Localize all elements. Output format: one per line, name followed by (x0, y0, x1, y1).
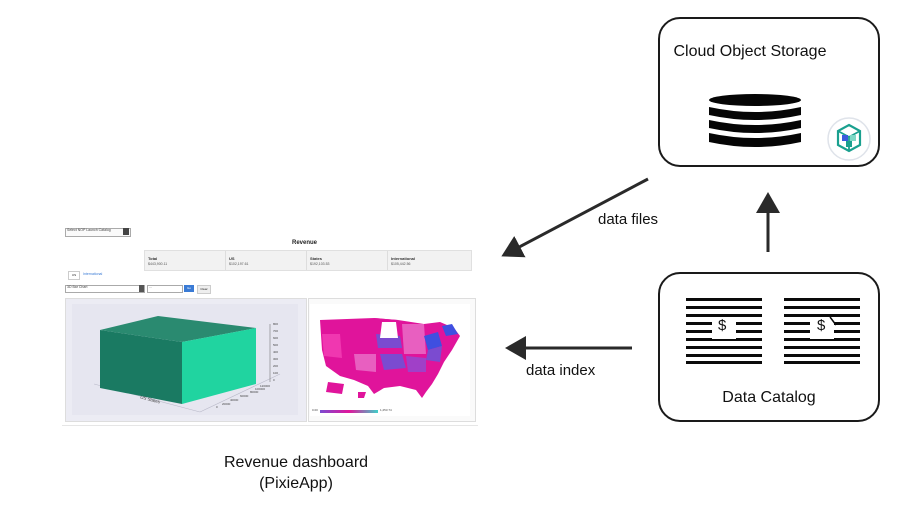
z-tick: 100 (273, 371, 279, 375)
kpi-label: Total (148, 256, 158, 261)
tab-us[interactable]: US (68, 271, 80, 280)
data-catalog-box: $ $ Data Catalog (658, 272, 880, 422)
kpi-row: Total $443,900.11 US $102,197.61 States … (144, 250, 472, 271)
z-tick: 300 (273, 357, 279, 361)
z-tick: 200 (273, 364, 279, 368)
kpi-value: $443,900.11 (148, 262, 168, 266)
catalog-dollar-symbol-2: $ (817, 317, 826, 334)
data-files-label: data files (598, 211, 659, 228)
z-tick: 400 (273, 350, 279, 354)
kpi-international: International $105,442.56 (388, 251, 469, 270)
bar-side-face (182, 328, 256, 404)
catalog-document-icon-2 (784, 298, 860, 364)
storage-to-dashboard-arrow (501, 177, 649, 258)
z-tick: 500 (273, 343, 279, 347)
clear-button[interactable]: Clear (197, 285, 211, 294)
3d-bar-chart (93, 316, 281, 413)
y-tick: 120000 (260, 384, 271, 388)
data-index-label: data index (526, 362, 596, 379)
bar-top-face (100, 316, 256, 342)
z-tick: 600 (273, 336, 279, 340)
y-tick: 60000 (240, 394, 249, 398)
y-tick: 100000 (255, 387, 266, 391)
chevron-down-icon (139, 285, 144, 292)
data-catalog-title: Data Catalog (722, 389, 816, 406)
chart-type-value: 3D Bar Chart (67, 285, 88, 289)
kpi-value: $102,197.61 (229, 262, 249, 266)
dashboard-caption-line2: (PixieApp) (259, 475, 333, 492)
dashboard-caption-line1: Revenue dashboard (223, 454, 369, 471)
map-legend-max: 1,253.74 (380, 408, 392, 412)
z-tick: 800 (273, 322, 279, 326)
revenue-dashboard-thumbnail: Select NOP Launch Catalog Revenue Total … (62, 222, 478, 428)
y-tick: 20000 (222, 402, 231, 406)
y-tick: 40000 (230, 398, 239, 402)
kpi-value: $105,442.56 (391, 262, 411, 266)
kpi-us: US $102,197.61 (226, 251, 307, 270)
catalog-select-value: Select NOP Launch Catalog (67, 228, 111, 232)
z-tick: 700 (273, 329, 279, 333)
database-icon (709, 94, 801, 147)
cloud-object-storage-title: Cloud Object Storage (673, 43, 827, 60)
map-legend-colorbar (320, 410, 378, 413)
chart-type-select[interactable] (65, 285, 145, 293)
map-legend-min: 0.00 (312, 408, 318, 412)
kpi-total: Total $443,900.11 (145, 251, 226, 270)
y-tick: 80000 (250, 390, 259, 394)
sub-select-value: ... (149, 285, 152, 289)
kpi-label: International (391, 256, 416, 261)
cloud-object-storage-box: Cloud Object Storage (658, 17, 880, 167)
sub-select[interactable] (147, 285, 183, 293)
kpi-label: US (229, 256, 235, 261)
catalog-dollar-symbol-1: $ (718, 317, 727, 334)
kpi-states: States $192,103.53 (307, 251, 388, 270)
tab-international[interactable]: International (83, 272, 103, 276)
kpi-label: States (310, 256, 323, 261)
z-tick: 0 (273, 378, 275, 382)
go-button[interactable]: Go (184, 285, 194, 292)
catalog-document-icon-1 (686, 298, 762, 364)
dashboard-title: Revenue (292, 240, 318, 246)
chevron-down-icon (123, 228, 129, 235)
ibm-cloud-storage-icon (827, 117, 871, 161)
bar-front-face (100, 330, 182, 404)
y-tick: 0 (216, 405, 218, 409)
us-choropleth-map (320, 318, 460, 398)
divider (62, 425, 478, 426)
catalog-select[interactable] (65, 228, 131, 237)
kpi-value: $192,103.53 (310, 262, 330, 266)
